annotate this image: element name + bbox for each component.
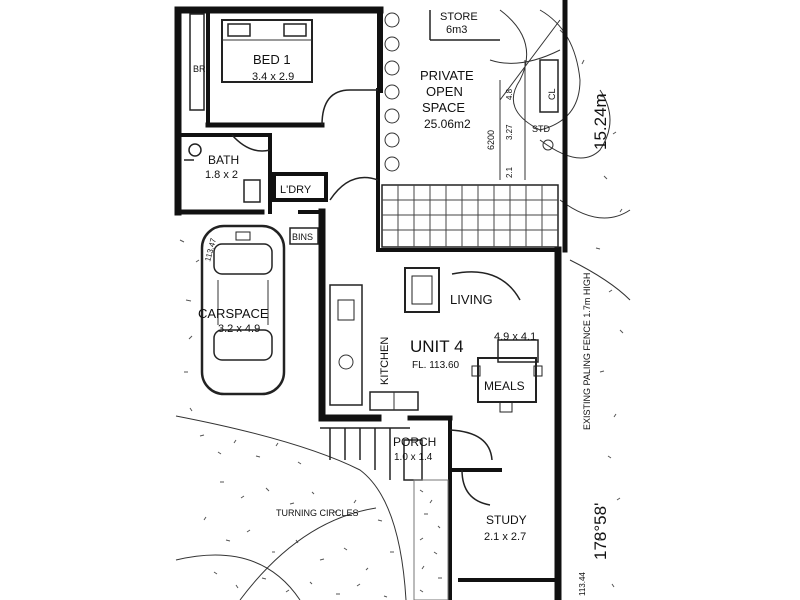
std-label: STD [532, 124, 551, 134]
robe [189, 13, 205, 111]
pos-line2: OPEN [426, 84, 463, 99]
carspace-name: CARSPACE [198, 306, 269, 321]
dim-b: 3.27 [505, 124, 514, 140]
dim-6200: 6200 [486, 130, 496, 150]
store-area: 6m3 [446, 24, 467, 36]
dim-c: 4.8 [505, 88, 514, 100]
store-name: STORE [440, 11, 478, 23]
pos-line3: SPACE [422, 100, 465, 115]
porch-name: PORCH [393, 435, 436, 449]
clothesline-box [539, 59, 559, 113]
turning-circles-label: TURNING CIRCLES [276, 508, 359, 518]
bins-box [289, 227, 319, 245]
living-dims: 4.9 x 4.1 [494, 331, 536, 343]
unit-floor-level: FL. 113.60 [412, 360, 460, 371]
carspace-dims: 3.2 x 4.9 [218, 323, 260, 335]
garden-strip [413, 479, 449, 600]
bath-fixtures [184, 143, 261, 203]
living-furniture [404, 267, 543, 413]
boundary-angle: 178°58' [591, 503, 610, 560]
study-name: STUDY [486, 513, 527, 527]
living-name: LIVING [450, 292, 493, 307]
dim-a: 2.1 [505, 166, 514, 178]
bed1-name: BED 1 [253, 52, 291, 67]
unit-name: UNIT 4 [410, 337, 464, 356]
carspace-bins: BINS [292, 232, 313, 242]
pos-area: 25.06m2 [424, 117, 471, 131]
fence-label: EXISTING PALING FENCE 1.7m HIGH [582, 273, 592, 430]
porch-dims: 1.0 x 1.4 [394, 452, 433, 463]
bed1-furniture [189, 13, 313, 111]
turning-circle-lines [175, 415, 407, 600]
kitchen-name: KITCHEN [379, 337, 391, 385]
labels: BR BED 1 3.4 x 2.9 BATH 1.8 x 2 L'DRY ST… [193, 11, 610, 596]
pos-line1: PRIVATE [420, 68, 474, 83]
laundry-box [272, 172, 328, 202]
kitchen-bench [329, 284, 419, 411]
bath-name: BATH [208, 153, 239, 167]
bed1-dims: 3.4 x 2.9 [252, 71, 294, 83]
study-dims: 2.1 x 2.7 [484, 531, 526, 543]
car-outline [200, 224, 286, 396]
porch-steps [320, 427, 423, 481]
laundry-name: L'DRY [280, 184, 312, 196]
clothesline-label: CL [547, 88, 557, 100]
bath-dims: 1.8 x 2 [205, 169, 238, 181]
shrubs-column [384, 12, 400, 172]
corner-level: 113.44 [578, 572, 587, 596]
meals-name: MEALS [484, 379, 525, 393]
exterior-walls [174, 0, 568, 600]
paving-tiles [381, 184, 559, 248]
door-swings [231, 89, 493, 506]
store-structure [429, 10, 559, 180]
boundary-length: 15.24m [591, 93, 610, 150]
bed1-robe-label: BR [193, 64, 206, 74]
